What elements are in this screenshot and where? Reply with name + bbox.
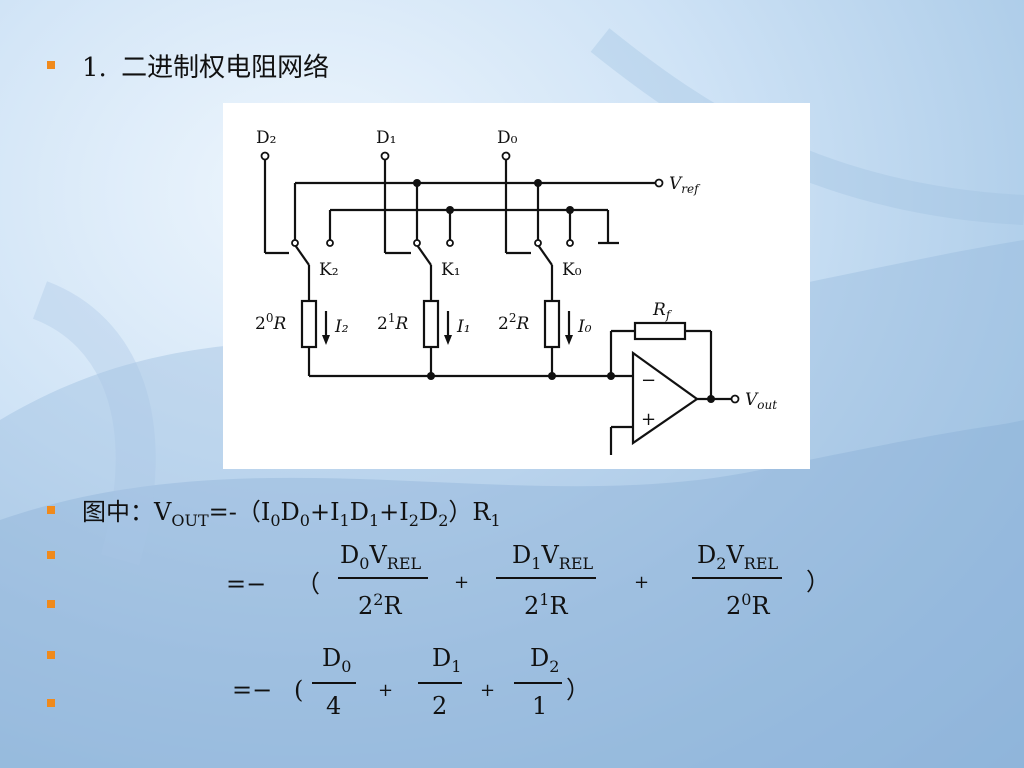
vref-sub: ref: [681, 182, 701, 196]
fraction-numerator: D2: [530, 644, 559, 676]
svg-text:Rf: Rf: [652, 300, 673, 322]
plus-sign: +: [480, 680, 495, 701]
equation3-open-paren: (: [294, 676, 303, 704]
feedback-resistor-sub: f: [665, 308, 673, 322]
equation2-close-paren: ）: [806, 568, 830, 596]
input-label-d0: D₀: [497, 128, 518, 148]
equation3-close-paren: ）: [566, 676, 590, 704]
current-label-i1: I₁: [456, 317, 471, 337]
bullet-marker: [47, 600, 55, 608]
fraction-denominator: 20R: [726, 590, 770, 620]
svg-text:Vref: Vref: [669, 174, 701, 196]
fraction-numerator: D1: [432, 644, 461, 676]
opamp-minus-sign: −: [641, 370, 656, 391]
equation2-lead: =−: [226, 570, 266, 598]
current-label-i2: I₂: [334, 317, 349, 337]
fraction-denominator: 4: [326, 692, 341, 720]
vref-label: V: [669, 174, 683, 194]
bullet-marker: [47, 699, 55, 707]
plus-sign: +: [634, 572, 649, 593]
resistor-unit: R: [272, 314, 286, 334]
output-voltage-equation: 图中：VOUT=-（I0D0+I1D1+I2D2）R1: [82, 498, 501, 530]
feedback-resistor-label: R: [652, 300, 666, 320]
resistor-exponent-0: 0: [266, 311, 274, 325]
svg-text:Vout: Vout: [745, 390, 777, 412]
switch-label-k2: K₂: [319, 260, 339, 280]
slide-heading: 1. 二进制权电阻网络: [82, 47, 329, 84]
bullet-marker: [47, 61, 55, 69]
switch-label-k1: K₁: [441, 260, 461, 280]
weighted-resistor-dac-circuit: D₂ D₁ D₀ K₂ K₁ K₀ I₂ I₁ I₀ 20R 21R 22R R…: [223, 103, 810, 469]
fraction-numerator: D0: [322, 644, 351, 676]
svg-text:21R: 21R: [377, 311, 408, 334]
equation2-open-paren: （: [296, 570, 320, 598]
resistor-base: 2: [255, 314, 266, 334]
bullet-marker: [47, 506, 55, 514]
heading-text: 二进制权电阻网络: [121, 53, 330, 83]
vout-sub: out: [757, 398, 777, 412]
input-label-d2: D₂: [256, 128, 276, 148]
bullet-marker: [47, 551, 55, 559]
plus-sign: +: [378, 680, 393, 701]
fraction-numerator: D0VREL: [340, 541, 422, 573]
fraction-numerator: D1VREL: [512, 541, 594, 573]
resistor-base: 2: [377, 314, 388, 334]
circuit-panel: [223, 103, 810, 469]
fraction-denominator: 22R: [358, 590, 402, 620]
resistor-unit: R: [394, 314, 408, 334]
fraction-denominator: 2: [432, 692, 447, 720]
opamp-plus-sign: +: [641, 409, 656, 430]
svg-text:22R: 22R: [498, 311, 529, 334]
fraction-denominator: 21R: [524, 590, 568, 620]
svg-text:20R: 20R: [255, 311, 286, 334]
fraction-denominator: 1: [532, 692, 547, 720]
equation3-lead: =−: [232, 676, 272, 704]
resistor-base: 2: [498, 314, 509, 334]
current-label-i0: I₀: [577, 317, 592, 337]
input-label-d1: D₁: [376, 128, 396, 148]
switch-label-k0: K₀: [562, 260, 582, 280]
fraction-numerator: D2VREL: [697, 541, 779, 573]
resistor-unit: R: [515, 314, 529, 334]
plus-sign: +: [454, 572, 469, 593]
heading-number: 1.: [82, 53, 107, 83]
bullet-marker: [47, 651, 55, 659]
resistor-exponent-2: 2: [509, 311, 517, 325]
vout-label: V: [745, 390, 759, 410]
resistor-exponent-1: 1: [388, 311, 396, 325]
